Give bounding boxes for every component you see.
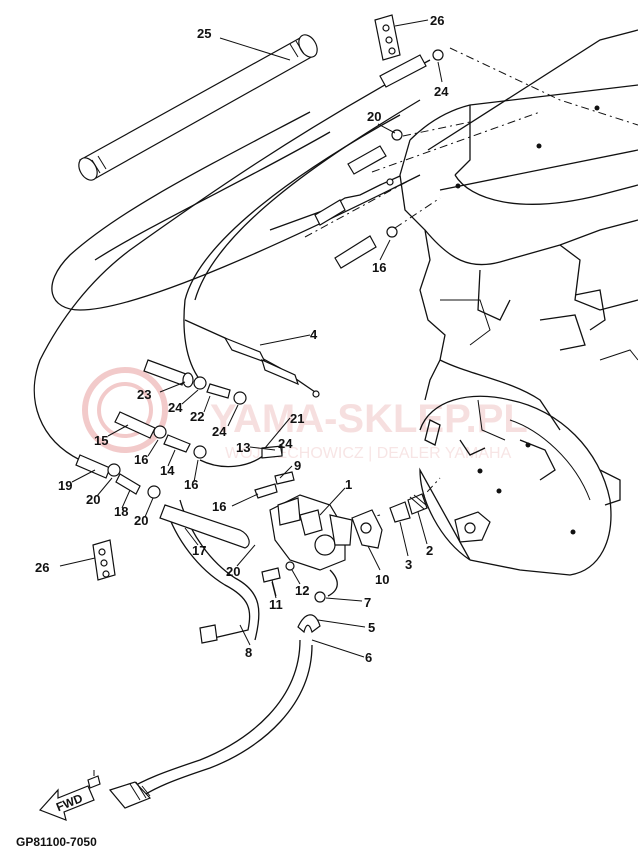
hose-fittings: [75, 359, 295, 499]
part-label-23: 23: [137, 387, 151, 402]
watermark-logo-icon: [82, 367, 168, 453]
part-label-24-c: 24: [212, 424, 227, 439]
oil-pump-assembly: [261, 493, 428, 634]
part-label-16-d: 16: [212, 499, 226, 514]
fwd-arrow: FWD: [38, 785, 95, 821]
part-label-1: 1: [345, 477, 352, 492]
part-label-13: 13: [236, 440, 250, 455]
part-label-2: 2: [426, 543, 433, 558]
part-label-20-c: 20: [134, 513, 148, 528]
fwd-label: FWD: [54, 791, 85, 814]
part-label-14: 14: [160, 463, 175, 478]
upper-hoses: [33, 54, 431, 461]
breather-tube-25: [78, 34, 318, 181]
bottom-hose: [87, 639, 313, 809]
part-label-26-bottom: 26: [35, 560, 49, 575]
part-label-24-d: 24: [278, 436, 293, 451]
part-label-15: 15: [94, 433, 108, 448]
part-label-4: 4: [310, 327, 318, 342]
part-label-20-top: 20: [367, 109, 381, 124]
part-label-3: 3: [405, 557, 412, 572]
watermark-main-text: YAMA-SKLEP.PL: [210, 397, 528, 441]
part-label-8: 8: [245, 645, 252, 660]
clip-holders: [92, 14, 401, 581]
part-label-24-top: 24: [434, 84, 449, 99]
part-label-18: 18: [114, 504, 128, 519]
leader-lines: [59, 19, 443, 658]
part-label-21: 21: [290, 411, 304, 426]
part-label-6: 6: [365, 650, 372, 665]
part-label-25: 25: [197, 26, 211, 41]
part-label-16-top: 16: [372, 260, 386, 275]
part-label-16-b: 16: [134, 452, 148, 467]
part-label-12: 12: [295, 583, 309, 598]
watermark: YAMA-SKLEP.PL WOJCIECHOWICZ | DEALER YAM…: [82, 367, 528, 462]
part-label-22: 22: [190, 409, 204, 424]
part-label-11: 11: [269, 597, 283, 612]
diagram-code: GP81100-7050: [16, 835, 97, 849]
part-label-26-top: 26: [430, 13, 444, 28]
part-label-24-b: 24: [168, 400, 183, 415]
part-label-5: 5: [368, 620, 375, 635]
part-label-16-c: 16: [184, 477, 198, 492]
part-label-17: 17: [192, 543, 206, 558]
part-number-labels: 25 26 24 20 16 4 23 24 22 24 21 15 16 14…: [35, 13, 449, 665]
part-label-20-d: 20: [226, 564, 240, 579]
watermark-sub-text: WOJCIECHOWICZ | DEALER YAMAHA: [225, 445, 512, 462]
engine-block: [399, 29, 638, 576]
part-label-7: 7: [364, 595, 371, 610]
part-label-19: 19: [58, 478, 72, 493]
part-label-10: 10: [375, 572, 389, 587]
part-label-9: 9: [294, 458, 301, 473]
cable-4: [184, 319, 320, 398]
part-label-20-b: 20: [86, 492, 100, 507]
feed-hose-8: [159, 499, 260, 644]
